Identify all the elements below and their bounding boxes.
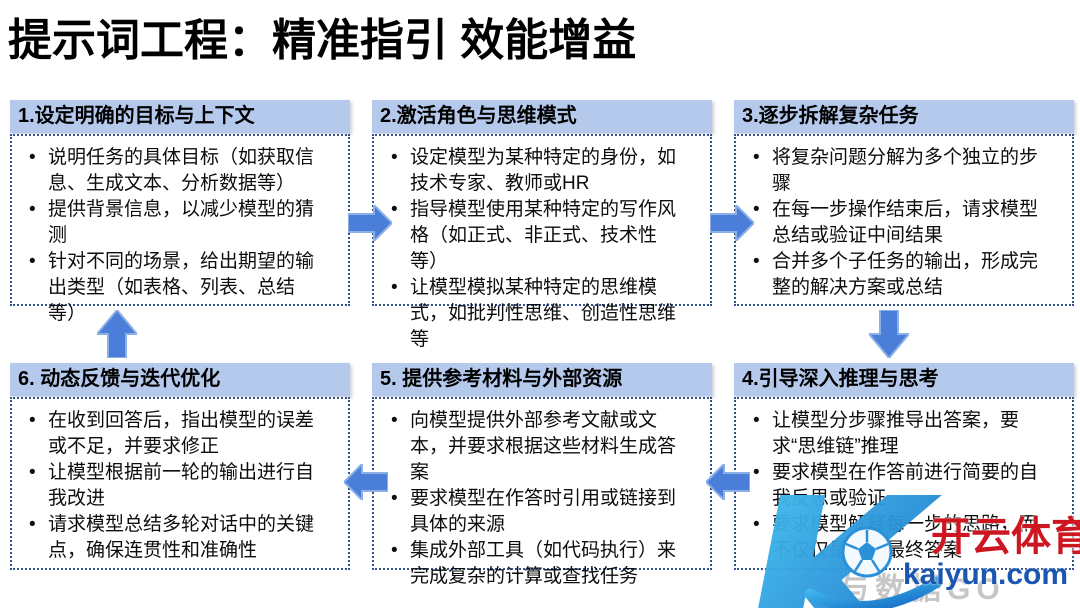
step-box-3-body: 将复杂问题分解为多个独立的步骤 在每一步操作结束后，请求模型总结或验证中间结果 … bbox=[734, 134, 1074, 306]
arrow-step1-to-step2-icon bbox=[348, 205, 392, 241]
step-box-1: 1.设定明确的目标与上下文 说明任务的具体目标（如获取信息、生成文本、分析数据等… bbox=[10, 100, 350, 324]
bullet-text: 指导模型使用某种特定的写作风格（如正式、非正式、技术性等） bbox=[384, 197, 676, 275]
slide-title: 提示词工程：精准指引 效能增益 bbox=[8, 16, 637, 65]
step-box-2: 2.激活角色与思维模式 设定模型为某种特定的身份，如技术专家、教师或HR 指导模… bbox=[372, 100, 712, 350]
step-box-1-header: 1.设定明确的目标与上下文 bbox=[10, 100, 350, 133]
arrow-step3-to-step4-icon bbox=[869, 310, 909, 358]
bullet-text: 合并多个子任务的输出，形成完整的解决方案或总结 bbox=[746, 249, 1038, 301]
bullet-text: 针对不同的场景，给出期望的输出类型（如表格、列表、总结等） bbox=[22, 249, 314, 327]
bullet-text: 要求模型在作答前进行简要的自我反思或验证 bbox=[746, 460, 1038, 512]
step-box-4: 4.引导深入推理与思考 让模型分步骤推导出答案，要求“思维链”推理 要求模型在作… bbox=[734, 363, 1074, 570]
step-box-5: 5. 提供参考材料与外部资源 向模型提供外部参考文献或文本，并要求根据这些材料生… bbox=[372, 363, 712, 587]
bullet-text: 集成外部工具（如代码执行）来完成复杂的计算或查找任务 bbox=[384, 538, 676, 590]
bullet-text: 提供背景信息，以减少模型的猜测 bbox=[22, 197, 314, 249]
bullet-text: 让模型模拟某种特定的思维模式，如批判性思维、创造性思维等 bbox=[384, 275, 676, 353]
step-box-6-body: 在收到回答后，指出模型的误差或不足，并要求修正 让模型根据前一轮的输出进行自我改… bbox=[10, 397, 350, 570]
bullet-text: 让模型分步骤推导出答案，要求“思维链”推理 bbox=[746, 408, 1038, 460]
bullet-text: 请求模型总结多轮对话中的关键点，确保连贯性和准确性 bbox=[22, 512, 314, 564]
step-box-3-header: 3.逐步拆解复杂任务 bbox=[734, 100, 1074, 133]
arrow-step2-to-step3-icon bbox=[710, 205, 754, 241]
bullet-text: 说明任务的具体目标（如获取信息、生成文本、分析数据等） bbox=[22, 145, 314, 197]
bullet-text: 要求模型解释每一步的思路，而不仅仅是给出最终答案 bbox=[746, 512, 1038, 564]
bullet-text: 在收到回答后，指出模型的误差或不足，并要求修正 bbox=[22, 408, 314, 460]
bullet-text: 要求模型在作答时引用或链接到具体的来源 bbox=[384, 486, 676, 538]
step-box-4-body: 让模型分步骤推导出答案，要求“思维链”推理 要求模型在作答前进行简要的自我反思或… bbox=[734, 397, 1074, 570]
step-box-4-header: 4.引导深入推理与思考 bbox=[734, 363, 1074, 396]
bullet-text: 设定模型为某种特定的身份，如技术专家、教师或HR bbox=[384, 145, 676, 197]
arrow-step4-to-step5-icon bbox=[706, 464, 750, 500]
bullet-text: 在每一步操作结束后，请求模型总结或验证中间结果 bbox=[746, 197, 1038, 249]
arrow-step5-to-step6-icon bbox=[344, 464, 388, 500]
step-box-6-header: 6. 动态反馈与迭代优化 bbox=[10, 363, 350, 396]
bullet-text: 向模型提供外部参考文献或文本，并要求根据这些材料生成答案 bbox=[384, 408, 676, 486]
step-box-6: 6. 动态反馈与迭代优化 在收到回答后，指出模型的误差或不足，并要求修正 让模型… bbox=[10, 363, 350, 570]
watermark-faded-text: 与数据GO bbox=[839, 573, 1006, 606]
step-box-5-header: 5. 提供参考材料与外部资源 bbox=[372, 363, 712, 396]
bullet-text: 让模型根据前一轮的输出进行自我改进 bbox=[22, 460, 314, 512]
arrow-step6-to-step1-icon bbox=[97, 310, 137, 358]
step-box-5-body: 向模型提供外部参考文献或文本，并要求根据这些材料生成答案 要求模型在作答时引用或… bbox=[372, 397, 712, 587]
step-box-3: 3.逐步拆解复杂任务 将复杂问题分解为多个独立的步骤 在每一步操作结束后，请求模… bbox=[734, 100, 1074, 306]
step-box-2-body: 设定模型为某种特定的身份，如技术专家、教师或HR 指导模型使用某种特定的写作风格… bbox=[372, 134, 712, 350]
step-box-2-header: 2.激活角色与思维模式 bbox=[372, 100, 712, 133]
bullet-text: 将复杂问题分解为多个独立的步骤 bbox=[746, 145, 1038, 197]
step-box-1-body: 说明任务的具体目标（如获取信息、生成文本、分析数据等） 提供背景信息，以减少模型… bbox=[10, 134, 350, 324]
